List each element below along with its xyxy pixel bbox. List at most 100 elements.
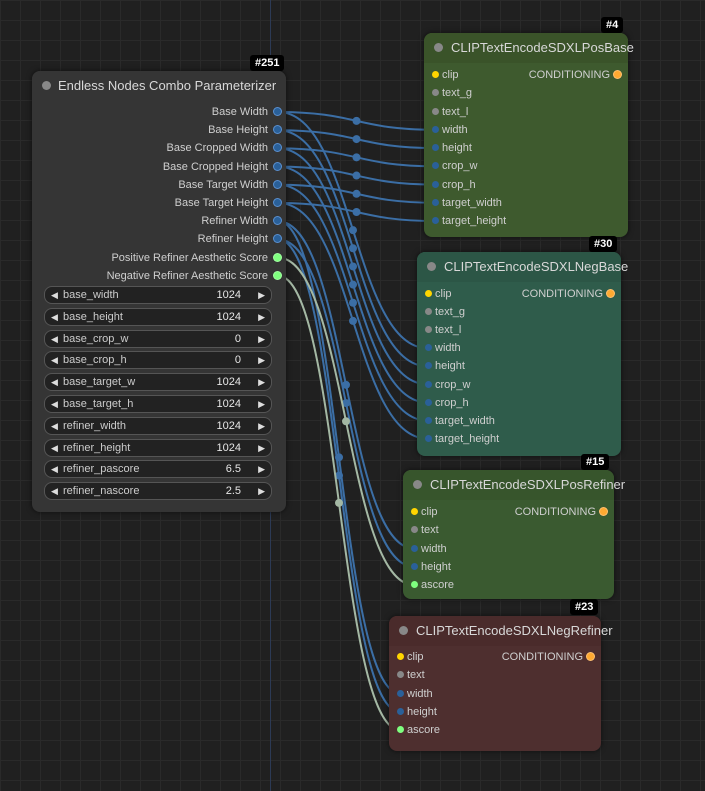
decrement-arrow-icon[interactable]: ◀: [51, 464, 58, 475]
widget-value[interactable]: 1024: [216, 289, 241, 301]
widget-value[interactable]: 2.5: [225, 485, 241, 498]
output-slot-base-target-width[interactable]: Base Target Width: [32, 178, 286, 192]
node-title-bar[interactable]: CLIPTextEncodeSDXLPosRefiner: [403, 470, 625, 500]
output-connector-dot-icon[interactable]: [274, 126, 281, 134]
input-slot-crop-h[interactable]: crop_h: [417, 396, 557, 410]
widget-value[interactable]: 1024: [216, 419, 241, 432]
output-connector-dot-icon[interactable]: [600, 508, 607, 515]
collapse-dot-icon[interactable]: [434, 43, 443, 52]
output-slot-negative-refiner-aesthetic-score[interactable]: Negative Refiner Aesthetic Score: [32, 269, 286, 283]
input-connector-dot-icon[interactable]: [397, 726, 404, 733]
decrement-arrow-icon[interactable]: ◀: [51, 333, 58, 344]
increment-arrow-icon[interactable]: ▶: [258, 464, 265, 475]
output-slot-base-cropped-height[interactable]: Base Cropped Height: [32, 160, 286, 174]
increment-arrow-icon[interactable]: ▶: [258, 377, 265, 388]
input-slot-clip[interactable]: clip: [424, 68, 564, 82]
output-connector-dot-icon[interactable]: [274, 217, 281, 225]
input-connector-dot-icon[interactable]: [397, 653, 404, 660]
input-slot-width[interactable]: width: [424, 123, 564, 137]
decrement-arrow-icon[interactable]: ◀: [51, 486, 58, 497]
input-slot-target-height[interactable]: target_height: [424, 214, 564, 228]
output-connector-dot-icon[interactable]: [614, 71, 621, 78]
input-connector-dot-icon[interactable]: [425, 434, 432, 442]
decrement-arrow-icon[interactable]: ◀: [51, 377, 58, 388]
input-slot-crop-w[interactable]: crop_w: [417, 378, 557, 392]
input-slot-clip[interactable]: clip: [403, 505, 543, 519]
decrement-arrow-icon[interactable]: ◀: [51, 290, 58, 300]
input-connector-dot-icon[interactable]: [411, 508, 418, 515]
input-connector-dot-icon[interactable]: [425, 416, 432, 424]
input-connector-dot-icon[interactable]: [411, 544, 418, 552]
output-slot-conditioning[interactable]: CONDITIONING: [417, 287, 621, 301]
input-slot-text-g[interactable]: text_g: [424, 86, 564, 100]
input-slot-text-l[interactable]: text_l: [417, 323, 557, 337]
node-title-bar[interactable]: CLIPTextEncodeSDXLPosBase: [424, 33, 634, 63]
input-slot-height[interactable]: height: [417, 359, 557, 373]
increment-arrow-icon[interactable]: ▶: [258, 442, 265, 453]
widget-value[interactable]: 0: [234, 354, 241, 367]
input-slot-height[interactable]: height: [424, 141, 564, 155]
node-title-bar[interactable]: CLIPTextEncodeSDXLNegBase: [417, 252, 628, 282]
input-slot-target-height[interactable]: target_height: [417, 432, 557, 446]
input-connector-dot-icon[interactable]: [425, 326, 432, 334]
input-slot-height[interactable]: height: [403, 560, 543, 574]
input-connector-dot-icon[interactable]: [425, 362, 432, 370]
input-slot-ascore[interactable]: ascore: [389, 723, 529, 737]
input-connector-dot-icon[interactable]: [432, 144, 439, 151]
output-connector-dot-icon[interactable]: [274, 271, 281, 279]
input-connector-dot-icon[interactable]: [397, 707, 404, 715]
increment-arrow-icon[interactable]: ▶: [258, 420, 265, 431]
widget-value[interactable]: 1024: [216, 441, 241, 454]
collapse-dot-icon[interactable]: [413, 480, 422, 489]
input-connector-dot-icon[interactable]: [411, 562, 418, 570]
increment-arrow-icon[interactable]: ▶: [258, 486, 265, 497]
parameterizer-node[interactable]: Endless Nodes Combo Parameterizer Base W…: [32, 71, 286, 512]
input-connector-dot-icon[interactable]: [411, 581, 418, 588]
input-slot-height[interactable]: height: [389, 705, 529, 719]
output-slot-base-height[interactable]: Base Height: [32, 123, 286, 137]
input-connector-dot-icon[interactable]: [425, 290, 432, 297]
output-connector-dot-icon[interactable]: [607, 290, 614, 297]
output-slot-conditioning[interactable]: CONDITIONING: [424, 68, 628, 82]
input-slot-text[interactable]: text: [403, 523, 543, 537]
input-connector-dot-icon[interactable]: [425, 308, 432, 316]
output-connector-dot-icon[interactable]: [274, 180, 281, 188]
decrement-arrow-icon[interactable]: ◀: [51, 355, 58, 366]
input-slot-width[interactable]: width: [403, 542, 543, 556]
collapse-dot-icon[interactable]: [42, 81, 51, 90]
input-slot-text-g[interactable]: text_g: [417, 305, 557, 319]
input-slot-ascore[interactable]: ascore: [403, 578, 543, 592]
clip-encode-neg-refiner-node[interactable]: CLIPTextEncodeSDXLNegRefiner CONDITIONIN…: [389, 616, 613, 751]
output-connector-dot-icon[interactable]: [274, 253, 281, 261]
input-connector-dot-icon[interactable]: [432, 89, 439, 97]
output-slot-conditioning[interactable]: CONDITIONING: [389, 650, 601, 664]
output-connector-dot-icon[interactable]: [274, 144, 281, 152]
input-connector-dot-icon[interactable]: [432, 198, 439, 206]
output-slot-positive-refiner-aesthetic-score[interactable]: Positive Refiner Aesthetic Score: [32, 251, 286, 265]
node-title-bar[interactable]: Endless Nodes Combo Parameterizer: [32, 71, 286, 101]
output-connector-dot-icon[interactable]: [274, 199, 281, 206]
input-connector-dot-icon[interactable]: [425, 380, 432, 388]
output-slot-refiner-height[interactable]: Refiner Height: [32, 232, 286, 246]
increment-arrow-icon[interactable]: ▶: [258, 333, 265, 344]
output-connector-dot-icon[interactable]: [274, 162, 281, 170]
input-connector-dot-icon[interactable]: [432, 162, 439, 170]
input-connector-dot-icon[interactable]: [425, 344, 432, 352]
output-connector-dot-icon[interactable]: [274, 108, 281, 115]
input-connector-dot-icon[interactable]: [432, 180, 439, 188]
output-connector-dot-icon[interactable]: [587, 653, 594, 660]
widget-value[interactable]: 1024: [216, 398, 241, 410]
input-slot-width[interactable]: width: [389, 687, 529, 701]
input-connector-dot-icon[interactable]: [411, 526, 418, 534]
input-connector-dot-icon[interactable]: [397, 689, 404, 697]
increment-arrow-icon[interactable]: ▶: [258, 311, 265, 322]
